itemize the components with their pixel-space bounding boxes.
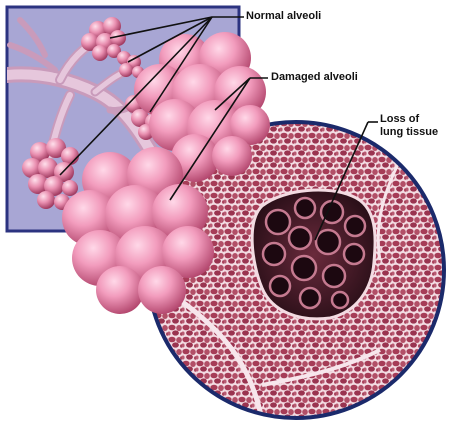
label-loss-line-2: lung tissue bbox=[380, 126, 438, 139]
label-loss-line-1: Loss of bbox=[380, 113, 438, 126]
label-loss-of-lung-tissue: Loss of lung tissue bbox=[380, 113, 438, 139]
label-normal-alveoli: Normal alveoli bbox=[246, 10, 321, 23]
label-damaged-alveoli: Damaged alveoli bbox=[271, 71, 358, 84]
tissue-loss-lesion bbox=[252, 190, 375, 319]
